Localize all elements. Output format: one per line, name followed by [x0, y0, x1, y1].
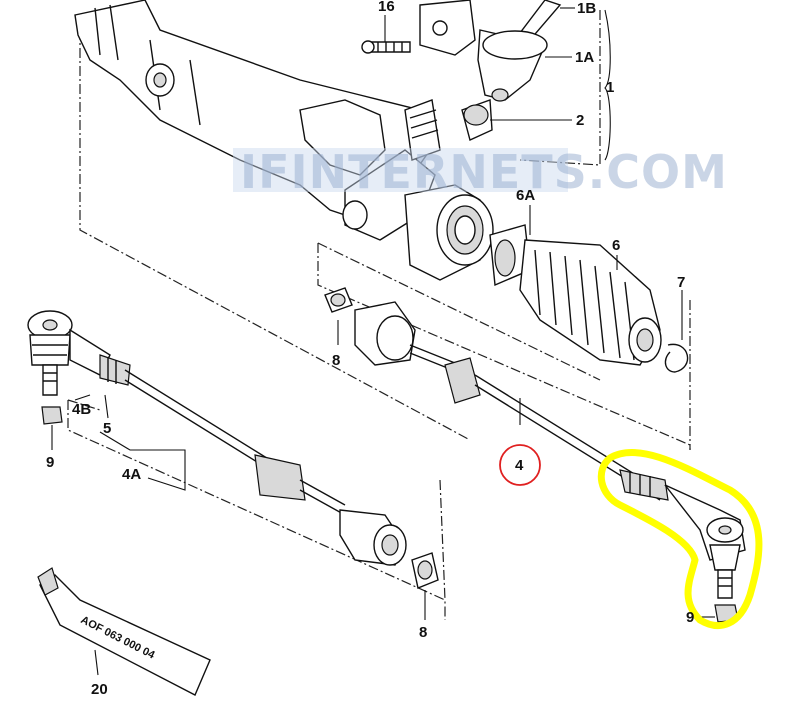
inner-tie-rod	[324, 287, 746, 623]
outer-tie-rod	[27, 310, 439, 589]
pinion-cover-parts	[361, 0, 562, 141]
label-1b: 1B	[577, 0, 596, 17]
part-labels: 16 1B 1A 1 2 6A 6 7 8 4B 5 9 4A 4 8 9 20	[46, 0, 694, 698]
leader-lines	[51, 7, 715, 676]
label-20: 20	[91, 681, 108, 698]
watermark-band	[233, 148, 568, 192]
red-circle-annotation	[499, 444, 541, 486]
label-2: 2	[576, 112, 584, 129]
label-6: 6	[612, 237, 620, 254]
label-7: 7	[677, 274, 685, 291]
label-1: 1	[606, 79, 614, 96]
label-9-right: 9	[686, 609, 694, 626]
label-5: 5	[103, 420, 111, 437]
label-4b: 4B	[72, 401, 91, 418]
watermark: IFINTERNETS.COM	[240, 145, 728, 199]
label-1a: 1A	[575, 49, 594, 66]
label-6a: 6A	[516, 187, 535, 204]
label-16: 16	[378, 0, 395, 15]
label-8-bottom: 8	[419, 624, 427, 641]
label-4: 4	[515, 457, 524, 474]
grease-tube: AOF 063 000 04	[37, 567, 211, 696]
label-9-left: 9	[46, 454, 54, 471]
steering-rack-housing	[74, 0, 494, 281]
label-4a: 4A	[122, 466, 141, 483]
label-8-top: 8	[332, 352, 340, 369]
yellow-highlight-outline	[597, 449, 763, 630]
rubber-bellows	[489, 224, 689, 373]
